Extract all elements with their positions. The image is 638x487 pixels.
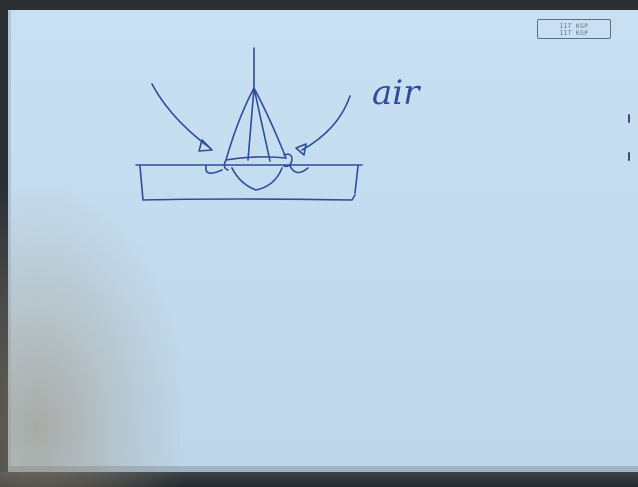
weld-pool: [232, 168, 282, 190]
air-arrow-left: [152, 84, 210, 148]
air-arrow-right-head: [296, 144, 306, 155]
arc-inner-lines: [226, 88, 286, 161]
workpiece-plate: [136, 165, 362, 200]
weld-bead-left: [206, 166, 222, 173]
air-arrow-right: [302, 96, 350, 150]
air-label: air: [372, 73, 421, 113]
weld-bead-right: [290, 166, 308, 173]
